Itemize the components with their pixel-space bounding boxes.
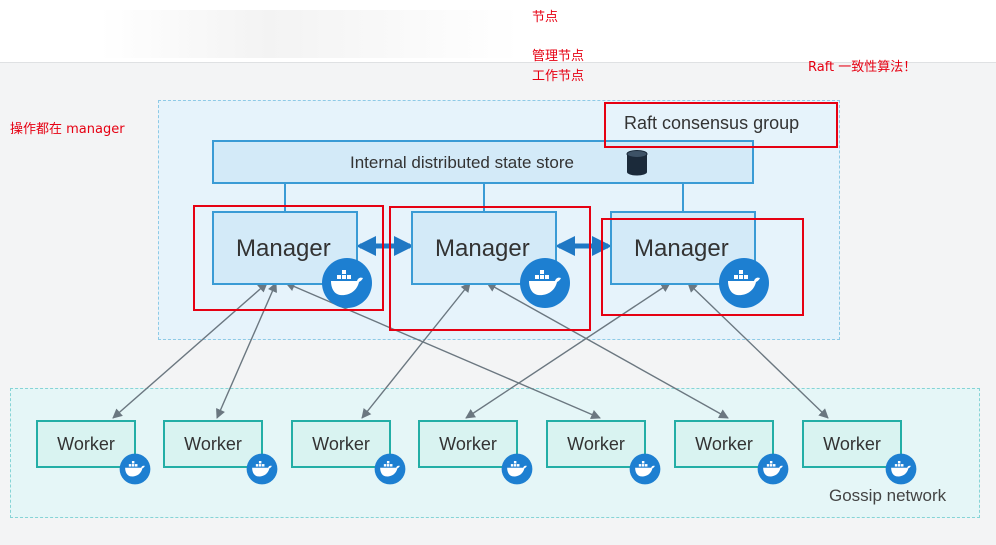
manager-2-label: Manager (435, 235, 530, 262)
worker-5-label: Worker (567, 434, 625, 454)
worker-node-1: Worker (36, 420, 136, 468)
docker-whale-icon (374, 453, 406, 485)
worker-node-7: Worker (802, 420, 902, 468)
worker-node-6: Worker (674, 420, 774, 468)
docker-whale-icon (718, 257, 770, 309)
docker-whale-icon (119, 453, 151, 485)
docker-whale-icon (321, 257, 373, 309)
worker-2-to-manager-1 (216, 282, 277, 419)
docker-whale-icon (519, 257, 571, 309)
docker-whale-icon (501, 453, 533, 485)
annotation-worker-node: 工作节点 (532, 69, 585, 84)
worker-7-label: Worker (823, 434, 881, 454)
worker-3-label: Worker (312, 434, 370, 454)
highlight-manager-2 (389, 206, 591, 331)
highlight-manager-3 (601, 218, 804, 316)
worker-3-to-manager-2 (361, 282, 471, 419)
annotation-ops-on-manager: 操作都在 manager (10, 122, 125, 137)
worker-node-5: Worker (546, 420, 646, 468)
worker-6-label: Worker (695, 434, 753, 454)
docker-whale-icon (629, 453, 661, 485)
annotation-node: 节点 (532, 10, 559, 25)
docker-whale-icon (757, 453, 789, 485)
docker-whale-icon (885, 453, 917, 485)
highlight-raft-label (604, 102, 838, 148)
highlight-manager-1 (193, 205, 384, 311)
gossip-network-label: Gossip network (829, 486, 947, 505)
annotation-raft-algorithm: Raft 一致性算法！ (808, 60, 917, 75)
raft-consensus-label: Raft consensus group (624, 113, 800, 133)
manager-1-label: Manager (236, 235, 331, 262)
docker-whale-icon (246, 453, 278, 485)
worker-node-3: Worker (291, 420, 391, 468)
worker-1-label: Worker (57, 434, 115, 454)
annotation-manager-node: 管理节点 (532, 49, 585, 64)
manager-3-label: Manager (634, 235, 729, 262)
worker-4-label: Worker (439, 434, 497, 454)
worker-7-to-manager-3 (687, 282, 829, 419)
worker-2-label: Worker (184, 434, 242, 454)
worker-node-4: Worker (418, 420, 518, 468)
database-icon (626, 150, 648, 176)
worker-4-to-manager-3 (465, 282, 671, 419)
blurred-header-area (100, 10, 520, 58)
state-store-label: Internal distributed state store (350, 153, 574, 172)
worker-node-2: Worker (163, 420, 263, 468)
